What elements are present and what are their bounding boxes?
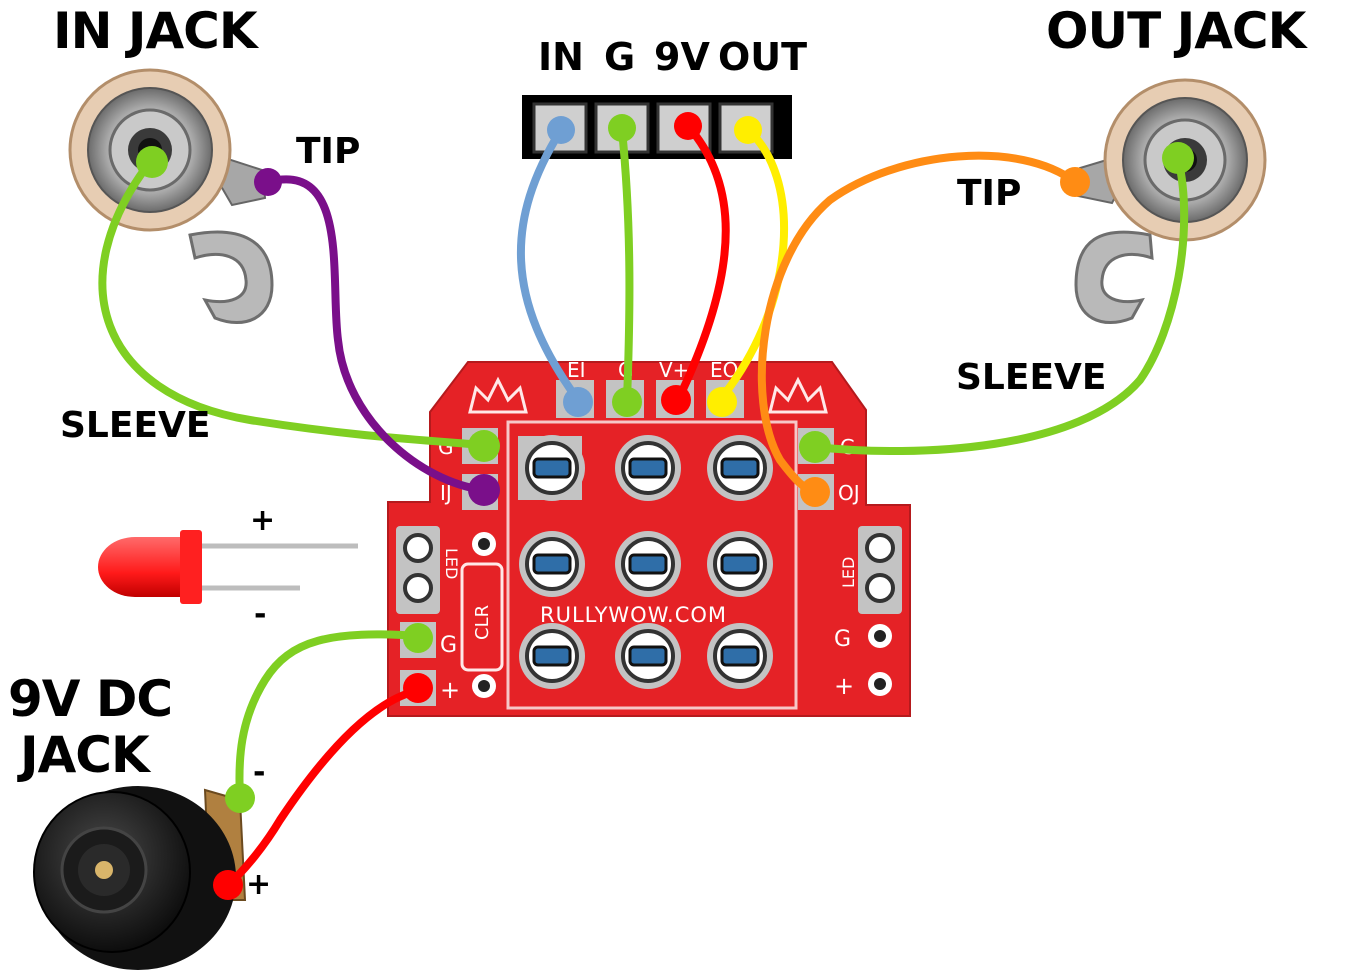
out-jack-title: OUT JACK <box>1046 2 1306 60</box>
led-plus-label: + <box>250 503 276 538</box>
wire-end-9v-header <box>674 112 702 140</box>
out-tip-label: TIP <box>957 173 1022 214</box>
wire-end-vplus-pad <box>661 385 691 415</box>
wire-end-eo-pad <box>707 387 737 417</box>
switch-pad-1-0 <box>519 531 585 597</box>
wire-end-dc-plus-jack <box>213 870 243 900</box>
out-sleeve-label: SLEEVE <box>956 357 1107 398</box>
in-jack-title: IN JACK <box>53 2 258 60</box>
board-led-label-right: LED <box>839 557 858 588</box>
out-jack-image <box>1074 78 1267 324</box>
switch-pad-2-0 <box>519 623 585 689</box>
wire-out-tip <box>757 151 1079 496</box>
header-pin-label-9v: 9V <box>654 35 710 79</box>
led-minus-label: - <box>254 597 267 632</box>
dc-minus-label: - <box>253 755 266 790</box>
board-website: RULLYWOW.COM <box>540 603 727 627</box>
in-tip-label: TIP <box>296 131 361 172</box>
wire-9v <box>674 122 730 404</box>
wire-dc-ground <box>235 630 424 802</box>
in-sleeve-label: SLEEVE <box>60 405 211 446</box>
switch-pad-1-2 <box>707 531 773 597</box>
wire-out-sleeve <box>811 154 1189 456</box>
board-power-right-g: G <box>834 627 851 652</box>
dc-plus-label: + <box>246 867 272 902</box>
wire-end-in-header <box>547 116 575 144</box>
switch-pad-1-1 <box>615 531 681 597</box>
wire-end-in-tip-jack <box>254 168 282 196</box>
wire-end-in-sleeve-pad <box>468 430 500 462</box>
board-clr-label: CLR <box>472 605 493 640</box>
wire-end-dc-ground-pad <box>403 623 433 653</box>
header-pin-label-out: OUT <box>718 35 808 79</box>
switch-pad-2-2 <box>707 623 773 689</box>
wire-end-out-sleeve-jack <box>1162 142 1194 174</box>
header-strip <box>522 95 792 159</box>
wire-ground-header <box>618 126 634 404</box>
switch-pad-0-1 <box>615 435 681 501</box>
wire-end-ei-pad <box>563 387 593 417</box>
wire-end-ij-pad <box>468 474 500 506</box>
dc-jack-title-line2: JACK <box>20 726 150 784</box>
wire-end-g-pad <box>612 387 642 417</box>
wire-end-out-tip-jack <box>1060 167 1090 197</box>
wire-end-dc-ground-jack <box>225 783 255 813</box>
board-pad-label-ei: EI <box>567 358 586 382</box>
board-power-left-g: G <box>440 633 457 658</box>
pcb-board <box>387 361 911 717</box>
wire-end-out-sleeve-pad <box>799 431 831 463</box>
wire-end-g-header <box>608 114 636 142</box>
switch-pad-0-2 <box>707 435 773 501</box>
dc-jack-title-line1: 9V DC <box>8 670 173 728</box>
board-pad-label-ij: IJ <box>440 481 452 505</box>
wire-in <box>517 126 582 404</box>
wire-out <box>716 126 789 404</box>
header-pin-label-g: G <box>604 35 636 79</box>
wire-end-oj-pad <box>800 477 830 507</box>
wire-end-out-header <box>734 116 762 144</box>
board-power-right-plus: + <box>834 672 854 700</box>
wire-in-sleeve <box>98 158 488 449</box>
dc-jack-image <box>33 786 247 970</box>
board-labels: EI G V+ EO G IJ G OJ LED LED CLR RULLYWO… <box>438 358 860 704</box>
switch-pad-2-1 <box>615 623 681 689</box>
board-pad-label-oj: OJ <box>838 481 860 505</box>
wire-end-dc-plus-pad <box>403 673 433 703</box>
switch-pad-0-0 <box>519 435 585 501</box>
header-pin-label-in: IN <box>538 35 584 79</box>
board-led-label-left: LED <box>442 548 461 579</box>
led-image <box>98 530 358 604</box>
wire-end-in-sleeve-jack <box>136 146 168 178</box>
wire-dc-plus <box>224 686 424 889</box>
board-power-left-plus: + <box>440 676 460 704</box>
wire-in-tip <box>264 175 488 494</box>
